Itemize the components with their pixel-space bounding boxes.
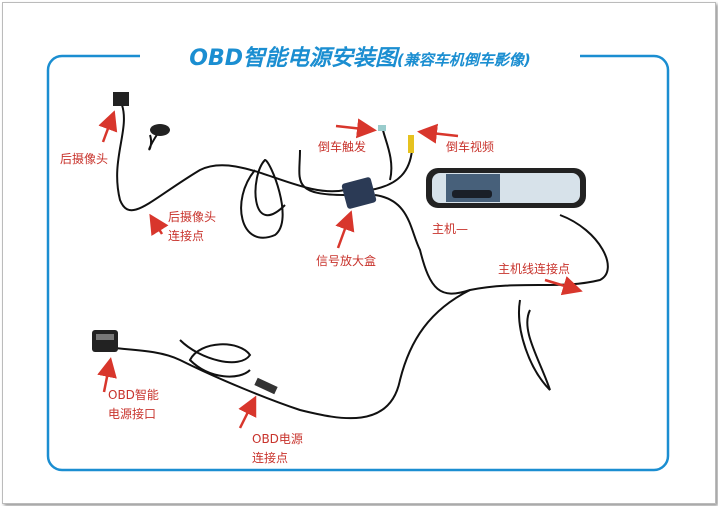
rear-camera-device: [113, 92, 129, 106]
reverse-video-plug: [408, 135, 414, 153]
obd-power-joint: [254, 377, 278, 395]
signal-amplifier-box: [341, 177, 377, 209]
obd-connector: [92, 330, 118, 352]
label-rear-camera-joint: 后摄像头 连接点: [168, 208, 216, 246]
label-line-1: OBD电源: [252, 432, 303, 446]
pointer-arrows: [97, 110, 583, 429]
label-obd-joint: OBD电源 连接点: [252, 430, 303, 468]
page-title: OBD智能电源安装图(兼容车机倒车影像): [140, 40, 580, 72]
title-main: OBD智能电源安装图: [189, 46, 397, 71]
label-host: 主机—: [432, 222, 469, 236]
label-obd-port: OBD智能 电源接口: [108, 386, 159, 424]
label-line-2: 连接点: [168, 229, 205, 243]
label-host-cable-joint: 主机线连接点: [498, 262, 571, 276]
cables: [114, 104, 609, 420]
title-subtitle: (兼容车机倒车影像): [397, 51, 531, 69]
reverse-trigger-wire: [378, 125, 386, 131]
label-line-2: 电源接口: [108, 407, 157, 421]
label-line-1: OBD智能: [108, 388, 159, 402]
label-signal-amplifier: 信号放大盒: [316, 254, 377, 268]
label-reverse-video: 倒车视频: [446, 140, 495, 154]
label-line-1: 后摄像头: [168, 210, 217, 224]
rearview-mirror-host: [426, 168, 586, 208]
label-rear-camera: 后摄像头: [60, 152, 109, 166]
label-reverse-trigger: 倒车触发: [318, 140, 367, 154]
cable-coil: [150, 124, 170, 136]
label-line-2: 连接点: [252, 451, 289, 465]
